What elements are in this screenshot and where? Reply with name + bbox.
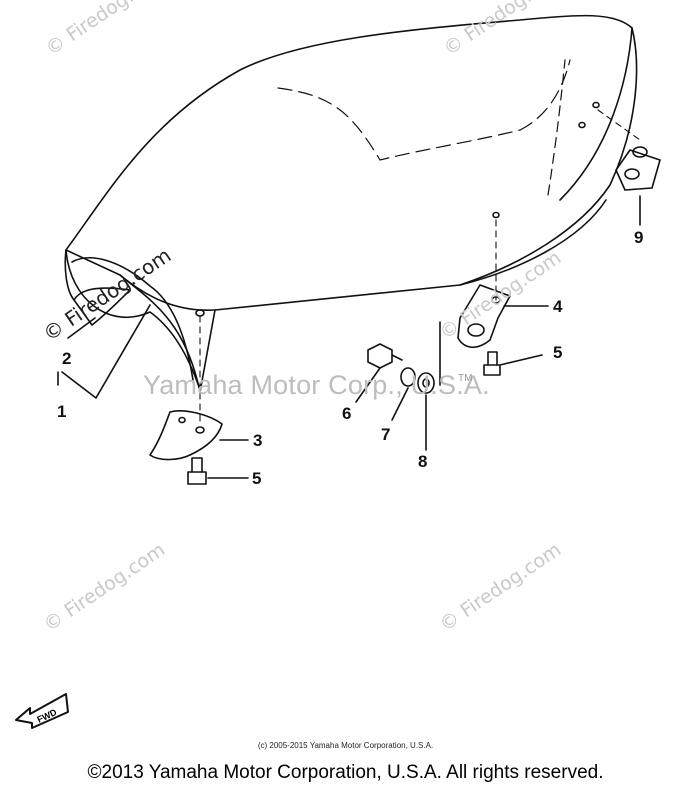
callout-2: 2 bbox=[62, 349, 72, 368]
seat-stitch-line bbox=[277, 87, 521, 161]
clip-9 bbox=[615, 149, 661, 191]
callout-7: 7 bbox=[381, 425, 391, 444]
washer-7 bbox=[400, 367, 416, 387]
callout-1: 1 bbox=[57, 402, 67, 421]
washer-8 bbox=[417, 372, 435, 394]
bolt-6 bbox=[367, 343, 393, 369]
callout-6: 6 bbox=[342, 404, 352, 423]
center-watermark: Yamaha Motor Corp., U.S.A. bbox=[143, 370, 490, 400]
callout-9: 9 bbox=[634, 228, 644, 247]
seat-skirt bbox=[199, 309, 216, 393]
callout-5-left: 5 bbox=[252, 469, 262, 488]
callout-5-right: 5 bbox=[553, 343, 563, 362]
callout-3: 3 bbox=[253, 431, 263, 450]
copyright-main: ©2013 Yamaha Motor Corporation, U.S.A. A… bbox=[87, 762, 604, 783]
part-2-strip bbox=[73, 287, 131, 326]
bracket-4 bbox=[457, 284, 511, 349]
trademark-mark: TM bbox=[458, 373, 473, 384]
bolt-5-right bbox=[483, 364, 501, 376]
callout-8: 8 bbox=[418, 452, 428, 471]
bolt-5-left bbox=[187, 471, 207, 485]
callout-4: 4 bbox=[553, 297, 563, 316]
bracket-3 bbox=[149, 410, 223, 461]
fwd-arrow-icon: FWD bbox=[15, 693, 69, 729]
copyright-small: (c) 2005-2015 Yamaha Motor Corporation, … bbox=[257, 741, 434, 750]
